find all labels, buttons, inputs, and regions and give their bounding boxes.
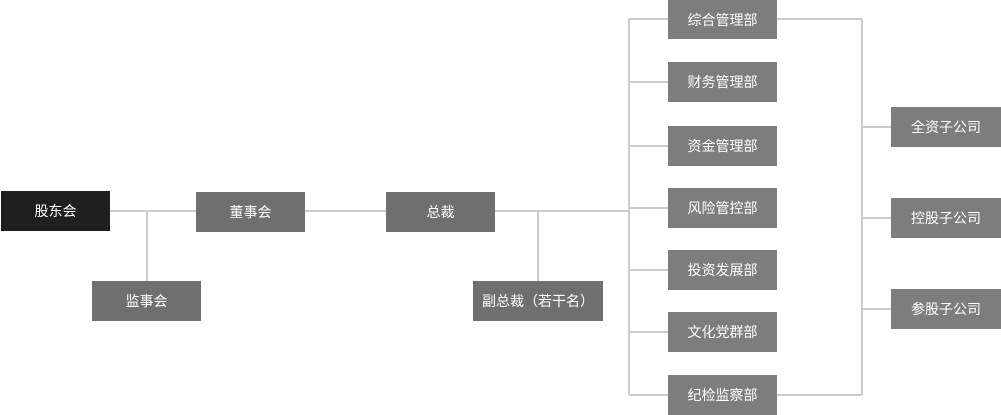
node-president-label: 总裁 [426,205,455,221]
node-dept-7: 纪检监察部 [668,375,777,415]
node-president: 总裁 [386,192,495,232]
node-dept-label: 投资发展部 [687,263,758,279]
node-board: 董事会 [196,192,305,232]
node-subsidiary-1: 全资子公司 [891,107,1001,147]
node-vice-president-label: 副总裁（若干名） [482,294,594,310]
node-dept-label: 文化党群部 [687,325,758,341]
node-dept-2: 财务管理部 [668,62,777,102]
node-supervisors: 监事会 [92,281,201,321]
node-subsidiary-2: 控股子公司 [891,198,1001,238]
node-dept-label: 资金管理部 [687,139,758,155]
node-dept-3: 资金管理部 [668,126,777,166]
node-dept-label: 综合管理部 [687,12,758,29]
node-dept-4: 风险管控部 [668,188,777,228]
node-subsidiary-label: 参股子公司 [911,302,981,318]
node-shareholders-label: 股东会 [34,204,77,220]
node-dept-label: 风险管控部 [687,201,758,217]
node-subsidiary-label: 全资子公司 [911,120,981,136]
node-dept-6: 文化党群部 [668,312,777,352]
node-dept-label: 财务管理部 [687,75,758,91]
node-dept-1: 综合管理部 [668,0,777,39]
node-supervisors-label: 监事会 [125,294,168,310]
node-subsidiary-label: 控股子公司 [911,211,981,227]
node-shareholders: 股东会 [1,191,110,231]
node-subsidiary-3: 参股子公司 [891,289,1001,329]
node-dept-label: 纪检监察部 [687,388,758,404]
node-vice-president: 副总裁（若干名） [473,281,603,321]
node-board-label: 董事会 [229,205,272,221]
node-dept-5: 投资发展部 [668,250,777,290]
